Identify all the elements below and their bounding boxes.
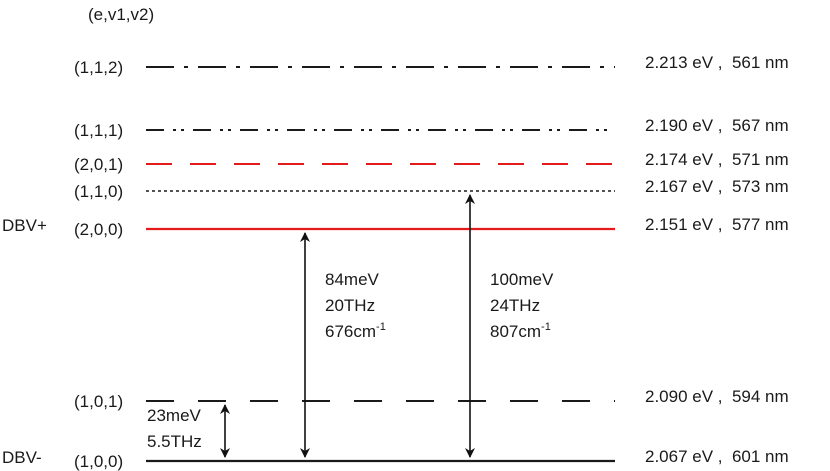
level-state-label: (1,1,2) xyxy=(74,58,123,77)
level-energy-label: 2.167 eV , 573 nm xyxy=(645,177,789,196)
transition-label: 20THz xyxy=(325,296,375,315)
level-energy-label: 2.067 eV , 601 nm xyxy=(645,447,789,466)
level-energy-label: 2.090 eV , 594 nm xyxy=(645,387,789,406)
band-side-label: DBV+ xyxy=(2,216,47,235)
level-energy-label: 2.174 eV , 571 nm xyxy=(645,150,789,169)
band-side-label: DBV- xyxy=(2,448,42,467)
transition-label: 5.5THz xyxy=(147,432,202,451)
level-state-label: (2,0,0) xyxy=(74,220,123,239)
transitions-layer: 84meV 20THz 676cm-1 100meV 24THz 807cm-1 23meV… xyxy=(147,194,554,458)
level-state-label: (2,0,1) xyxy=(74,155,123,174)
transition-label-superscript: -1 xyxy=(376,321,386,333)
transition-label: 100meV xyxy=(490,270,554,289)
levels-layer: (1,1,2) 2.213 eV , 561 nm (1,1,1) 2.190 eV … xyxy=(2,53,789,471)
transition-label: 84meV xyxy=(325,270,380,289)
level-state-label: (1,0,1) xyxy=(74,392,123,411)
transition-label-superscript: -1 xyxy=(541,321,551,333)
transition-label: 807cm-1 xyxy=(490,321,551,341)
level-state-label: (1,0,0) xyxy=(74,452,123,471)
transition-label: 24THz xyxy=(490,296,540,315)
level-energy-label: 2.213 eV , 561 nm xyxy=(645,53,789,72)
level-energy-label: 2.151 eV , 577 nm xyxy=(645,215,789,234)
level-state-label: (1,1,0) xyxy=(74,182,123,201)
transition-label: 676cm-1 xyxy=(325,321,386,341)
state-notation-header: (e,v1,v2) xyxy=(88,5,154,24)
level-state-label: (1,1,1) xyxy=(74,121,123,140)
transition-label: 23meV xyxy=(147,406,202,425)
level-energy-label: 2.190 eV , 567 nm xyxy=(645,116,789,135)
